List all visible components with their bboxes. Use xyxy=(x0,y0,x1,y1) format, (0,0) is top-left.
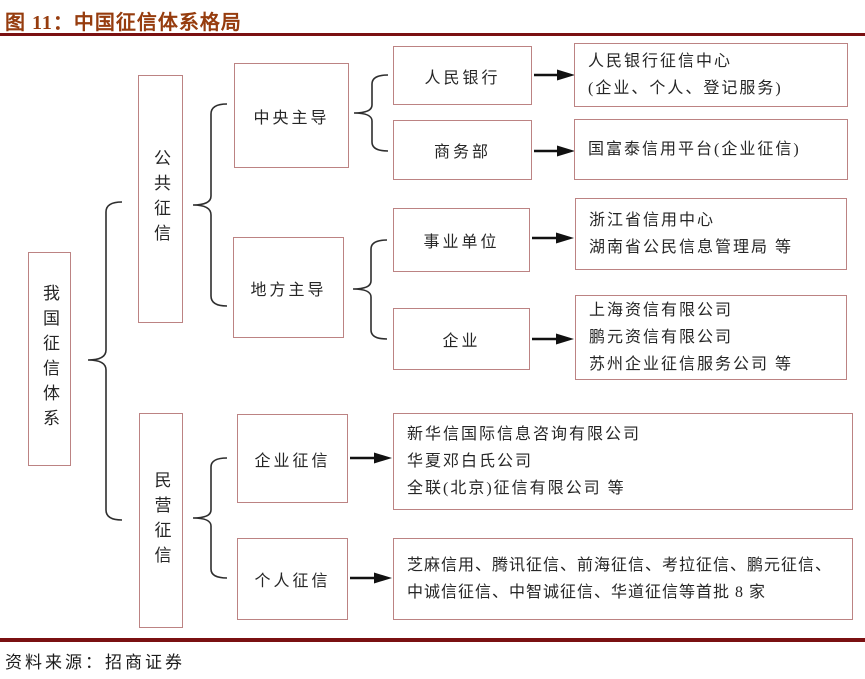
result-guofutai: 国富泰信用平台(企业征信) xyxy=(574,119,848,180)
node-personal-credit-label: 个人征信 xyxy=(254,573,331,590)
node-enterprise: 企业 xyxy=(393,308,530,370)
result-line: (企业、个人、登记服务) xyxy=(588,80,783,97)
brace-public xyxy=(192,103,228,307)
result-local-institutions: 浙江省信用中心 湖南省公民信息管理局 等 xyxy=(575,198,847,270)
arrow-pboc xyxy=(534,69,575,81)
result-line: 浙江省信用中心 xyxy=(589,212,716,229)
node-private-credit: 民营征信 xyxy=(139,413,183,628)
node-local-led: 地方主导 xyxy=(233,237,344,338)
node-enterprise-label: 企业 xyxy=(442,333,481,350)
node-corporate-credit: 企业征信 xyxy=(237,414,348,503)
node-public-institution-label: 事业单位 xyxy=(423,234,500,251)
node-root-label: 我国征信体系 xyxy=(40,284,59,434)
result-line: 鹏元资信有限公司 xyxy=(589,329,734,346)
title-rule xyxy=(0,33,865,36)
node-public-institution: 事业单位 xyxy=(393,208,530,272)
result-line: 湖南省公民信息管理局 等 xyxy=(589,239,794,256)
result-line: 新华信国际信息咨询有限公司 xyxy=(407,426,642,443)
node-public-credit: 公共征信 xyxy=(138,75,183,323)
arrow-personal-credit xyxy=(350,572,392,584)
node-public-credit-label: 公共征信 xyxy=(151,149,170,249)
result-line: 华夏邓白氏公司 xyxy=(407,453,534,470)
result-line: 苏州企业征信服务公司 等 xyxy=(589,356,794,373)
node-local-led-label: 地方主导 xyxy=(250,281,327,299)
brace-root xyxy=(87,201,123,521)
node-corporate-credit-label: 企业征信 xyxy=(254,452,331,470)
node-central-led-label: 中央主导 xyxy=(253,109,330,127)
arrow-mofcom xyxy=(534,145,575,157)
arrow-institution xyxy=(532,232,574,244)
arrow-corp-credit xyxy=(350,452,392,464)
node-central-led: 中央主导 xyxy=(234,63,349,168)
result-corporate-companies: 新华信国际信息咨询有限公司 华夏邓白氏公司 全联(北京)征信有限公司 等 xyxy=(393,413,853,510)
figure-title: 图 11：中国征信体系格局 xyxy=(5,12,242,34)
brace-local xyxy=(352,239,388,340)
brace-private xyxy=(192,457,228,579)
node-mofcom: 商务部 xyxy=(393,120,532,180)
brace-central xyxy=(353,74,389,152)
node-private-credit-label: 民营征信 xyxy=(151,470,171,571)
result-line: 全联(北京)征信有限公司 等 xyxy=(407,480,626,497)
node-pboc-label: 人民银行 xyxy=(424,69,501,87)
result-line: 上海资信有限公司 xyxy=(589,302,734,319)
result-line: 国富泰信用平台(企业征信) xyxy=(588,141,801,158)
node-pboc: 人民银行 xyxy=(393,46,532,105)
result-line: 人民银行征信中心 xyxy=(588,53,733,70)
source-rule xyxy=(0,638,865,642)
result-pboc-center: 人民银行征信中心 (企业、个人、登记服务) xyxy=(574,43,848,107)
result-personal-companies: 芝麻信用、腾讯征信、前海征信、考拉征信、鹏元征信、 中诚信征信、中智诚征信、华道… xyxy=(393,538,853,620)
node-mofcom-label: 商务部 xyxy=(433,144,491,161)
node-personal-credit: 个人征信 xyxy=(237,538,348,620)
result-local-companies: 上海资信有限公司 鹏元资信有限公司 苏州企业征信服务公司 等 xyxy=(575,295,847,380)
arrow-enterprise xyxy=(532,333,574,345)
node-root: 我国征信体系 xyxy=(28,252,71,466)
source-label: 资料来源：招商证券 xyxy=(5,653,185,672)
result-line: 中诚信征信、中智诚征信、华道征信等首批 8 家 xyxy=(407,584,767,601)
result-line: 芝麻信用、腾讯征信、前海征信、考拉征信、鹏元征信、 xyxy=(407,557,833,574)
